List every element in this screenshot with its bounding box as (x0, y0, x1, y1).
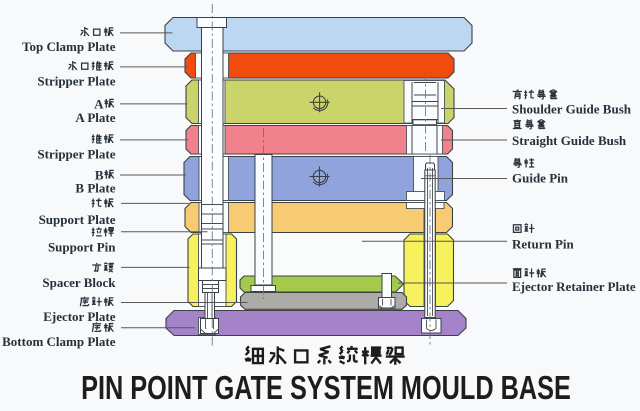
svg-text:Ejector Plate: Ejector Plate (43, 309, 116, 324)
svg-text:Ejector Retainer Plate: Ejector Retainer Plate (512, 279, 636, 294)
svg-text:PIN POINT GATE SYSTEM MOULD BA: PIN POINT GATE SYSTEM MOULD BASE (81, 370, 571, 407)
svg-text:Stripper Plate: Stripper Plate (37, 146, 115, 161)
svg-text:B: B (95, 167, 104, 182)
svg-text:B Plate: B Plate (75, 181, 115, 196)
svg-text:Stripper Plate: Stripper Plate (37, 73, 115, 88)
svg-text:Top Clamp Plate: Top Clamp Plate (22, 39, 116, 54)
svg-text:Straight Guide Bush: Straight Guide Bush (512, 133, 627, 148)
svg-text:A: A (94, 96, 104, 111)
svg-text:Spacer Block: Spacer Block (42, 275, 116, 290)
svg-text:Return Pin: Return Pin (512, 237, 575, 252)
svg-text:Bottom Clamp Plate: Bottom Clamp Plate (2, 334, 116, 349)
svg-text:Guide Pin: Guide Pin (512, 171, 569, 186)
svg-text:A Plate: A Plate (75, 110, 115, 125)
svg-text:Shoulder Guide Bush: Shoulder Guide Bush (512, 101, 632, 116)
svg-text:Support Plate: Support Plate (39, 212, 116, 227)
svg-text:Support Pin: Support Pin (48, 240, 116, 255)
